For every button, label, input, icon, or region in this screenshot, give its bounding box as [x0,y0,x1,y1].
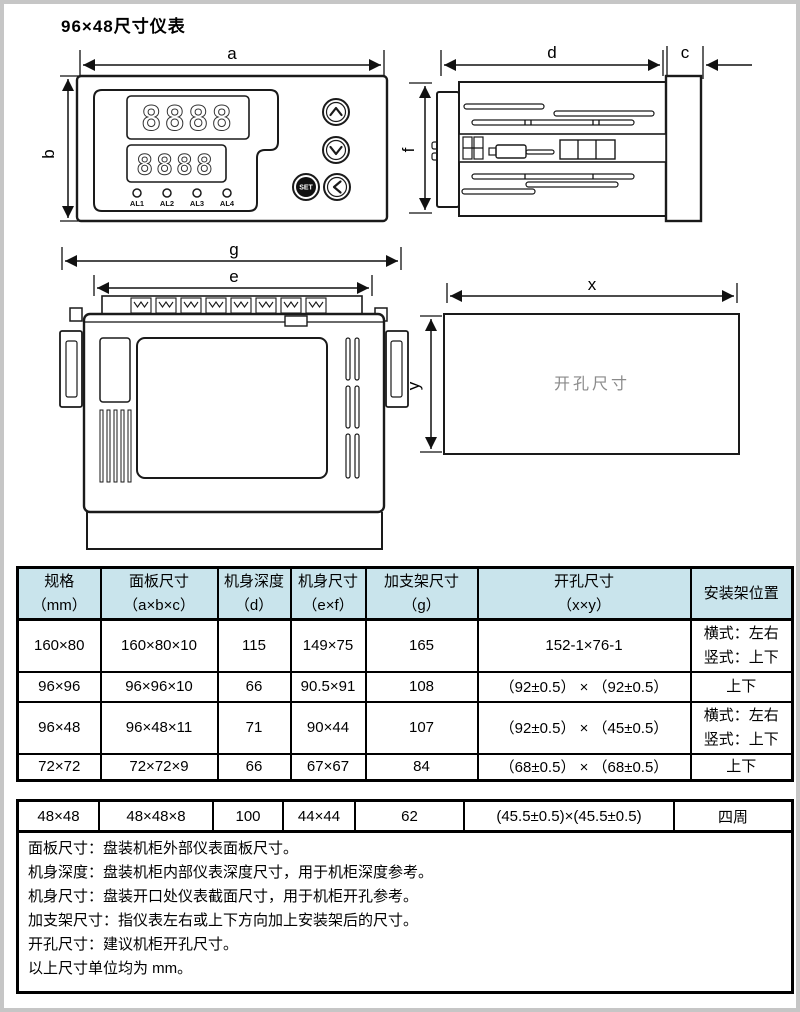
dimension-drawings: a b 8888 8888 AL1 AL2 AL3 [39,43,752,550]
upper-display-window [126,95,250,140]
cutout-label: 开孔尺寸 [554,375,630,393]
dim-label-b: b [39,149,58,158]
dim-label-f: f [399,147,418,152]
mount-cell: 横式：左右竖式：上下 [689,700,794,755]
front-view-drawing: a b 8888 8888 AL1 AL2 AL3 [39,44,389,223]
label-plate [99,337,131,403]
note-line: 开孔尺寸：建议机柜开孔尺寸。 [28,936,239,953]
page-title: 96×48尺寸仪表 [61,17,186,36]
col-header-bracket: 加支架尺寸（g） [364,566,479,621]
note-line: 以上尺寸单位均为 mm。 [28,960,193,977]
mount-cell: 横式：左右竖式：上下 [689,618,794,673]
led-label-al3: AL3 [190,199,204,208]
dim-label-a: a [227,44,237,63]
terminal-blocks [130,297,327,314]
led-label-al1: AL1 [130,199,144,208]
alarm-leds: AL1 AL2 AL3 AL4 [130,188,235,208]
dim-label-g: g [229,240,238,259]
lower-display-window [126,144,227,183]
mounting-brackets [59,330,409,408]
note-line: 机身深度：盘装机柜内部仪表深度尺寸，用于机柜深度参考。 [28,864,434,881]
col-header-cutout: 开孔尺寸（x×y） [476,566,692,621]
upper-display-digits: 8888 [141,99,235,139]
cutout-rect [443,313,740,455]
left-chevron-icon [332,180,342,194]
terminal-strip [101,295,363,315]
set-button-label: SET [299,185,313,192]
down-chevron-icon [329,145,343,156]
note-line: 加支架尺寸：指仪表左右或上下方向加上安装架后的尺寸。 [28,912,419,929]
led-al2 [162,188,172,198]
up-chevron-icon [329,106,343,117]
up-button [322,98,350,126]
center-cover [136,337,328,479]
cutout-drawing: x y 开孔尺寸 [404,275,740,455]
mount-cell: 上下 [689,752,794,781]
note-line: 面板尺寸：盘装机柜外部仪表面板尺寸。 [28,840,299,857]
dim-label-c: c [681,43,690,62]
led-al3 [192,188,202,198]
left-button [323,173,351,201]
mount-cell: 上下 [689,670,794,703]
down-button [322,136,350,164]
right-vent-slots [345,337,360,479]
col-header-depth: 机身深度（d） [216,566,292,621]
led-al4 [222,188,232,198]
left-vent-slots [99,409,132,483]
col-header-panel: 面板尺寸（a×b×c） [99,566,219,621]
dimension-table: 规格（mm） 面板尺寸（a×b×c） 机身深度（d） 机身尺寸（e×f） 加支架… [16,566,794,782]
lower-display-digits: 8888 [136,148,215,181]
side-view-drawing: d c f [399,43,752,223]
led-label-al4: AL4 [220,199,235,208]
set-button: SET [292,173,320,201]
rear-view-drawing: g e [59,240,409,550]
col-header-mount: 安装架位置 [689,566,794,621]
note-line: 机身尺寸：盘装开口处仪表截面尺寸，用于机柜开孔参考。 [28,888,419,905]
table-header-row: 规格（mm） 面板尺寸（a×b×c） 机身深度（d） 机身尺寸（e×f） 加支架… [16,566,794,621]
col-header-body: 机身尺寸（e×f） [289,566,367,621]
led-al1 [132,188,142,198]
dim-label-x: x [588,275,597,294]
mount-cell: 四周 [673,802,791,833]
dim-label-d: d [547,43,556,62]
notes-section: 面板尺寸：盘装机柜外部仪表面板尺寸。 机身深度：盘装机柜内部仪表深度尺寸，用于机… [19,833,791,991]
dim-label-y: y [404,381,423,390]
col-header-spec: 规格（mm） [16,566,102,621]
dim-label-e: e [229,267,238,286]
led-label-al2: AL2 [160,199,174,208]
